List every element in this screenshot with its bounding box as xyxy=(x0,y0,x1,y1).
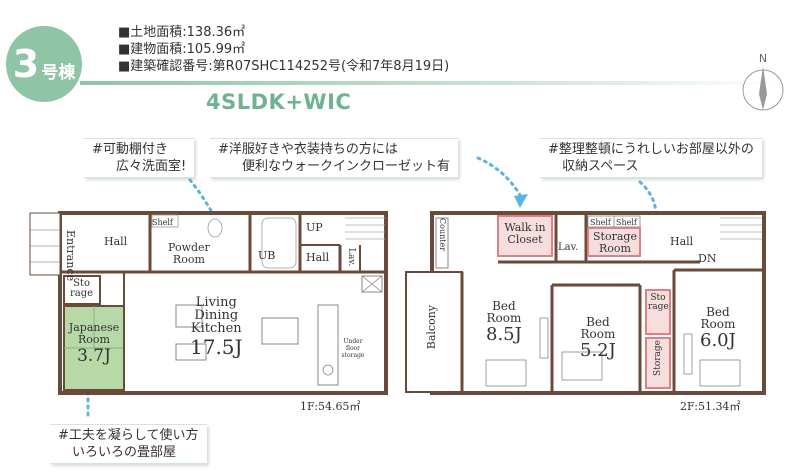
label-counter: Counter xyxy=(438,218,447,252)
note-storage: #整理整頓にうれしいお部屋以外の 収納スペース xyxy=(540,138,762,178)
room-ub: UB xyxy=(258,249,276,262)
label-dn: DN xyxy=(698,252,717,265)
land-area: ■土地面積:138.36㎡ xyxy=(118,25,246,40)
room-hall-1f: Hall xyxy=(104,235,128,248)
room-storage-2f-tall: Storage xyxy=(653,340,663,376)
room-lav-1f: Lav. xyxy=(346,248,356,267)
compass-north-label: N xyxy=(759,52,767,65)
note-wic-line2: 便利なウォークインクローゼット有 xyxy=(242,159,451,174)
floor1-plan xyxy=(29,211,388,395)
room-balcony: Balcony xyxy=(425,305,438,350)
room-entrance: Entrance xyxy=(64,230,77,282)
arrow-head-wic xyxy=(514,194,528,208)
header-rule xyxy=(80,81,780,85)
building-suffix: 号棟 xyxy=(41,62,76,83)
label-under-floor-storage: Under floor storage xyxy=(341,338,365,359)
note-wic-line1: #洋服好きや衣装持ちの方には xyxy=(218,142,398,157)
room-hall-2f: Hall xyxy=(670,235,694,248)
note-tatami: #工夫を凝らして使い方 いろいろの畳部屋 xyxy=(50,424,207,464)
label-up: UP xyxy=(306,221,323,234)
permit-number: ■建築確認番号:第R07SHC114252号(令和7年8月19日) xyxy=(118,59,450,74)
note-tatami-line1: #工夫を凝らして使い方 xyxy=(58,428,199,443)
note-washroom-line2: 広々洗面室! xyxy=(116,159,187,174)
room-lav-2f: Lav. xyxy=(558,242,579,253)
floor2-plan xyxy=(405,211,766,395)
note-wic: #洋服好きや衣装持ちの方には 便利なウォークインクローゼット有 xyxy=(210,138,459,178)
note-washroom: #可動棚付き 広々洗面室! xyxy=(84,138,195,178)
spec-list: ■土地面積:138.36㎡ ■建物面積:105.99㎡ ■建築確認番号:第R07… xyxy=(118,24,449,75)
plan-type: 4SLDK+WIC xyxy=(206,90,352,114)
floor1-area: 1F:54.65㎡ xyxy=(300,400,361,413)
label-shelf-2f-b: Shelf xyxy=(616,218,637,227)
building-area: ■建物面積:105.99㎡ xyxy=(118,42,246,57)
room-hall2-1f: Hall xyxy=(306,251,330,264)
note-washroom-line1: #可動棚付き xyxy=(92,142,168,157)
note-storage-line1: #整理整頓にうれしいお部屋以外の xyxy=(548,142,754,157)
label-shelf-1f: Shelf xyxy=(152,218,173,227)
building-number: 3 xyxy=(12,42,40,86)
compass-icon: N xyxy=(742,52,784,111)
note-storage-line2: 収納スペース xyxy=(562,159,639,174)
note-tatami-line2: いろいろの畳部屋 xyxy=(72,445,177,460)
label-shelf-2f-a: Shelf xyxy=(590,218,611,227)
arrow-wic xyxy=(476,156,522,197)
floor2-area: 2F:51.34㎡ xyxy=(680,400,741,413)
